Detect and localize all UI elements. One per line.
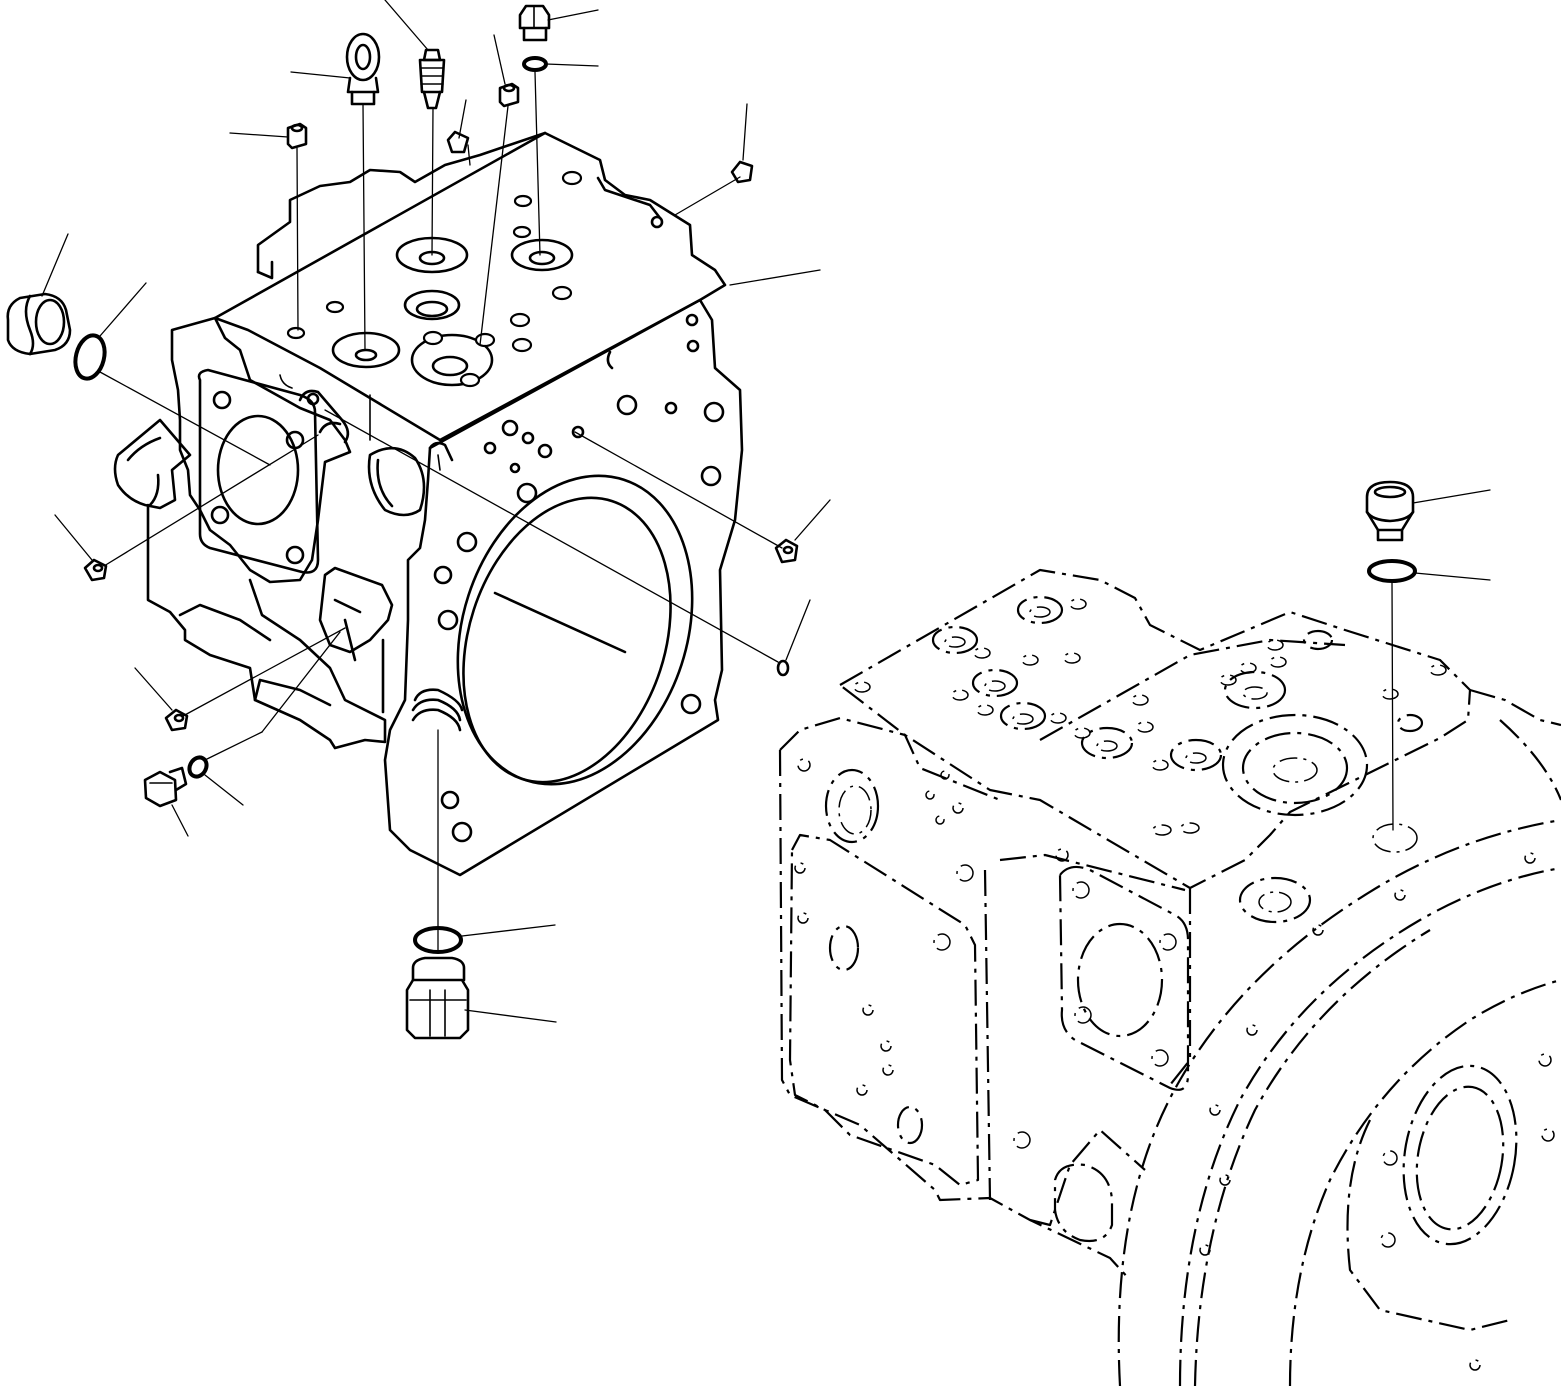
pump-case: [113, 131, 744, 877]
retaining-pin: [776, 659, 790, 677]
plug-top: [518, 4, 551, 72]
eyebolt: [345, 32, 381, 106]
pipe-plugs-small: [83, 82, 799, 732]
bolt-bottom-left: [143, 755, 209, 808]
leader-lines-left: [41, 0, 831, 1023]
bleeder-valve: [418, 48, 446, 110]
plug-right: [1365, 480, 1491, 831]
plug-left: [6, 292, 107, 381]
reference-assembly: [778, 568, 1561, 1386]
